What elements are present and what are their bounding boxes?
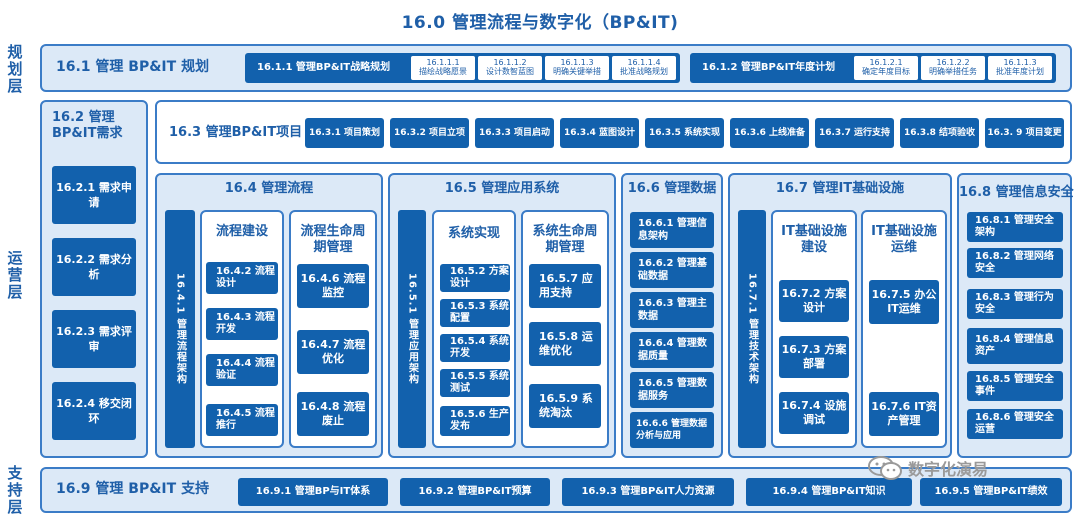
infra-label: 16.7 管理IT基础设施 bbox=[775, 181, 905, 196]
process-build-label: 流程建设 bbox=[215, 224, 268, 239]
project-item[interactable]: 16.3.2 项目立项 bbox=[390, 118, 469, 148]
planning-label: 16.1 管理 BP&IT 规划 bbox=[56, 59, 210, 75]
process-arch[interactable]: 16.4.1 管理流程架构 bbox=[165, 210, 195, 448]
annual-plan-label: 16.1.2 管理BP&IT年度计划 bbox=[702, 62, 836, 73]
data-label: 16.6 管理数据 bbox=[627, 181, 717, 196]
project-label: 16.3 管理BP&IT项目 bbox=[169, 125, 303, 140]
infra-ops-label: IT基础设施运维 bbox=[871, 224, 937, 255]
project-item[interactable]: 16.3.1 项目策划 bbox=[305, 118, 384, 148]
wechat-icon bbox=[868, 456, 902, 480]
project-item[interactable]: 16.3.4 蓝图设计 bbox=[560, 118, 639, 148]
apps-lifecycle-item[interactable]: 16.5.7 应用支持 bbox=[529, 264, 601, 308]
demand-item[interactable]: 16.2.4 移交闭环 bbox=[52, 382, 136, 440]
support-item[interactable]: 16.9.2 管理BP&IT预算 bbox=[400, 478, 550, 506]
apps-impl-item[interactable]: 16.5.3 系统配置 bbox=[440, 299, 510, 327]
infra-build-item[interactable]: 16.7.4 设施调试 bbox=[779, 392, 849, 434]
project-item[interactable]: 16.3.6 上线准备 bbox=[730, 118, 809, 148]
security-item[interactable]: 16.8.3 管理行为安全 bbox=[967, 289, 1063, 319]
security-item[interactable]: 16.8.2 管理网络安全 bbox=[967, 248, 1063, 278]
watermark: 数字化演易 bbox=[868, 455, 988, 481]
security-item[interactable]: 16.8.5 管理安全事件 bbox=[967, 371, 1063, 401]
apps-label: 16.5 管理应用系统 bbox=[444, 181, 560, 196]
infra-build-item[interactable]: 16.7.3 方案部署 bbox=[779, 336, 849, 378]
project-item[interactable]: 16.3.7 运行支持 bbox=[815, 118, 894, 148]
demand-label: 16.2 管理 BP&IT需求 bbox=[52, 110, 123, 141]
process-build-item[interactable]: 16.4.2 流程设计 bbox=[206, 262, 278, 294]
process-build-item[interactable]: 16.4.4 流程验证 bbox=[206, 354, 278, 386]
infra-build-label: IT基础设施建设 bbox=[781, 224, 847, 255]
data-item[interactable]: 16.6.4 管理数据质量 bbox=[630, 332, 714, 368]
support-item[interactable]: 16.9.4 管理BP&IT知识 bbox=[746, 478, 912, 506]
infra-ops-item[interactable]: 16.7.5 办公IT运维 bbox=[869, 280, 939, 324]
support-item[interactable]: 16.9.1 管理BP与IT体系 bbox=[238, 478, 388, 506]
apps-impl-item[interactable]: 16.5.2 方案设计 bbox=[440, 264, 510, 292]
security-item[interactable]: 16.8.1 管理安全架构 bbox=[967, 212, 1063, 242]
support-item[interactable]: 16.9.3 管理BP&IT人力资源 bbox=[562, 478, 734, 506]
apps-lifecycle-label: 系统生命周期管理 bbox=[532, 224, 598, 255]
layer-label-planning: 规划层 bbox=[7, 43, 23, 95]
security-label: 16.8 管理信息安全 bbox=[959, 185, 1074, 200]
support-label: 16.9 管理 BP&IT 支持 bbox=[56, 481, 210, 497]
data-item[interactable]: 16.6.6 管理数据分析与应用 bbox=[630, 412, 714, 448]
apps-impl-item[interactable]: 16.5.5 系统测试 bbox=[440, 369, 510, 397]
demand-item[interactable]: 16.2.1 需求申请 bbox=[52, 166, 136, 224]
apps-impl-item[interactable]: 16.5.6 生产发布 bbox=[440, 406, 510, 436]
apps-arch[interactable]: 16.5.1 管理应用架构 bbox=[398, 210, 426, 448]
apps-impl-label: 系统实现 bbox=[447, 226, 500, 241]
layer-label-operation: 运营层 bbox=[7, 249, 23, 301]
apps-lifecycle-item[interactable]: 16.5.8 运维优化 bbox=[529, 322, 601, 366]
project-item[interactable]: 16.3.8 结项验收 bbox=[900, 118, 979, 148]
process-build-item[interactable]: 16.4.5 流程推行 bbox=[206, 404, 278, 436]
process-lifecycle-item[interactable]: 16.4.8 流程废止 bbox=[297, 392, 369, 436]
process-label: 16.4 管理流程 bbox=[224, 181, 314, 196]
infra-arch[interactable]: 16.7.1 管理技术架构 bbox=[738, 210, 766, 448]
watermark-text: 数字化演易 bbox=[908, 460, 989, 479]
demand-item[interactable]: 16.2.2 需求分析 bbox=[52, 238, 136, 296]
layer-label-support: 支持层 bbox=[7, 464, 23, 516]
strategy-plan-label: 16.1.1 管理BP&IT战略规划 bbox=[257, 62, 391, 73]
data-item[interactable]: 16.6.2 管理基础数据 bbox=[630, 252, 714, 288]
project-item[interactable]: 16.3.3 项目启动 bbox=[475, 118, 554, 148]
security-item[interactable]: 16.8.6 管理安全运营 bbox=[967, 409, 1063, 439]
data-item[interactable]: 16.6.5 管理数据服务 bbox=[630, 372, 714, 408]
process-lifecycle-label: 流程生命周期管理 bbox=[300, 224, 366, 255]
demand-item[interactable]: 16.2.3 需求评审 bbox=[52, 310, 136, 368]
page-title: 16.0 管理流程与数字化（BP&IT) bbox=[401, 13, 679, 33]
apps-lifecycle-item[interactable]: 16.5.9 系统淘汰 bbox=[529, 384, 601, 428]
support-item[interactable]: 16.9.5 管理BP&IT绩效 bbox=[920, 478, 1062, 506]
data-item[interactable]: 16.6.1 管理信息架构 bbox=[630, 212, 714, 248]
infra-build-item[interactable]: 16.7.2 方案设计 bbox=[779, 280, 849, 322]
data-item[interactable]: 16.6.3 管理主数据 bbox=[630, 292, 714, 328]
project-item[interactable]: 16.3. 9 项目变更 bbox=[985, 118, 1064, 148]
process-lifecycle-item[interactable]: 16.4.7 流程优化 bbox=[297, 330, 369, 374]
process-lifecycle-item[interactable]: 16.4.6 流程监控 bbox=[297, 264, 369, 308]
project-item[interactable]: 16.3.5 系统实现 bbox=[645, 118, 724, 148]
apps-impl-item[interactable]: 16.5.4 系统开发 bbox=[440, 334, 510, 362]
process-build-item[interactable]: 16.4.3 流程开发 bbox=[206, 308, 278, 340]
security-item[interactable]: 16.8.4 管理信息资产 bbox=[967, 328, 1063, 364]
infra-ops-item[interactable]: 16.7.6 IT资产管理 bbox=[869, 392, 939, 436]
